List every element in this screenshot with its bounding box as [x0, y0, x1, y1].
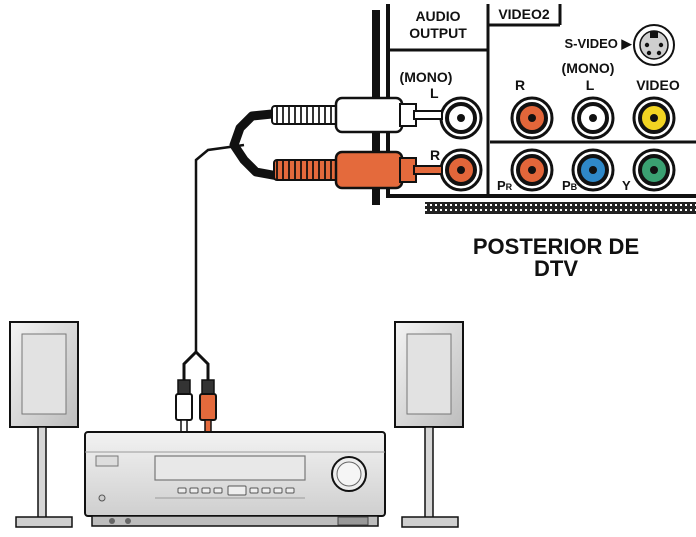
audio-out-left-jack	[439, 96, 483, 140]
right-channel-label: R	[430, 147, 440, 163]
pr-label: PR	[497, 178, 513, 193]
left-channel-label: L	[430, 85, 439, 101]
pr-jack	[510, 148, 554, 192]
video-label: VIDEO	[636, 77, 680, 93]
video2-l-label: L	[586, 77, 595, 93]
mono-label: (MONO)	[400, 69, 453, 85]
video2-label: VIDEO2	[498, 6, 550, 22]
y-label: Y	[622, 178, 631, 193]
video2-r-label: R	[515, 77, 525, 93]
video2-l-jack	[571, 96, 615, 140]
receiver-buttons	[177, 485, 295, 496]
receiver-red-plug	[199, 379, 217, 433]
video2-r-jack	[510, 96, 554, 140]
red-rca-plug	[273, 150, 443, 190]
white-rca-plug	[271, 96, 443, 134]
y-jack	[632, 148, 676, 192]
av-receiver	[84, 431, 386, 527]
pb-label: PB	[562, 178, 578, 193]
video2-mono-label: (MONO)	[562, 60, 615, 76]
pb-jack	[571, 148, 615, 192]
left-speaker	[9, 321, 79, 528]
audio-output-label-line1: AUDIO	[415, 8, 460, 24]
video2-video-jack	[632, 96, 676, 140]
s-video-label: S-VIDEO ▶	[564, 36, 632, 51]
audio-out-right-jack	[439, 148, 483, 192]
caption-line2: DTV	[534, 256, 578, 281]
receiver-white-plug	[175, 379, 193, 433]
right-speaker	[394, 321, 464, 528]
s-video-jack	[633, 24, 675, 66]
audio-output-label-line2: OUTPUT	[409, 25, 467, 41]
caption-line1: POSTERIOR DE	[473, 234, 639, 259]
rca-audio-cable	[182, 109, 279, 382]
